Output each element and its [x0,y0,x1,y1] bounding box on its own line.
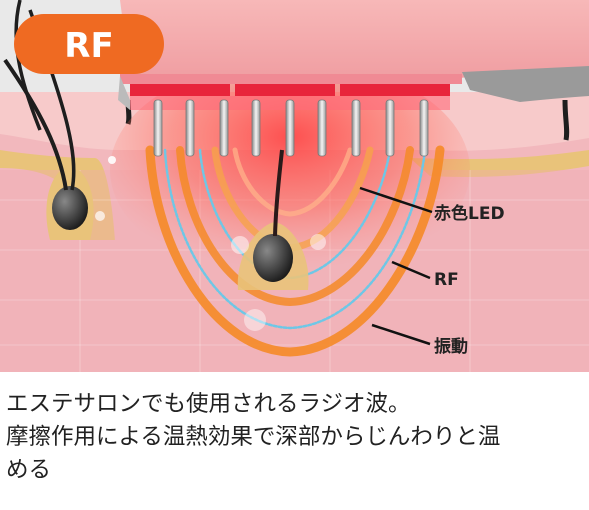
energy-waves [145,145,445,357]
vibration-label: 振動 [434,336,468,357]
electrode-pin-1 [153,99,163,157]
rf-leader-line [391,260,431,280]
device-head [118,0,589,110]
led-label: 赤色LED [434,203,505,224]
caption-line-2: 摩擦作用による温熱効果で深部からじんわりと温 [6,424,501,450]
rf-label: RF [434,270,459,290]
rf-badge: RF [14,14,164,74]
electrode-pin-7 [351,99,361,157]
electrode-pin-4 [251,99,261,157]
rf-badge-label: RF [64,26,113,66]
center-hair-follicle [237,149,309,290]
electrode-pin-6 [317,99,327,157]
electrode-pin-8 [385,99,395,157]
caption-line-1: エステサロンでも使用されるラジオ波。 [6,391,411,417]
led-wave [232,147,353,217]
caption: エステサロンでも使用されるラジオ波。 摩擦作用による温熱効果で深部からじんわりと… [6,388,586,487]
electrode-pin-3 [219,99,229,157]
rf-skin-diagram: RF 赤色LED RF 振動 [0,0,589,372]
electrode-pin-5 [285,99,295,157]
callouts [359,186,433,346]
led-leader-line [359,186,433,214]
rf-electrode-pins [153,99,429,157]
rf-wave-outer [163,148,427,330]
vibration-wave-mid [176,146,414,307]
electrode-pin-9 [419,99,429,157]
vibration-wave-outer [145,145,445,357]
left-hair-follicle [3,0,94,240]
caption-line-3: める [6,457,52,483]
electrode-pin-2 [185,99,195,157]
vibration-leader-line [371,323,431,346]
right-hair [562,99,570,141]
sparkles [95,156,326,331]
